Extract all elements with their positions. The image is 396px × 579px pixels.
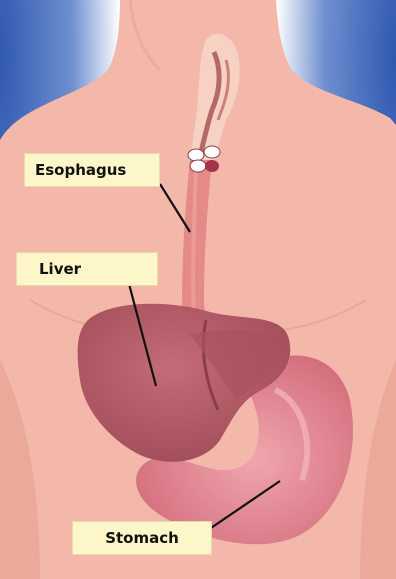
esophagus-label-text: Esophagus (35, 161, 126, 179)
liver-label-text: Liver (39, 260, 81, 278)
stomach-label-text: Stomach (105, 529, 179, 547)
liver-label: Liver (16, 252, 158, 286)
esophagus-label: Esophagus (24, 153, 160, 187)
stomach-label: Stomach (72, 521, 212, 555)
